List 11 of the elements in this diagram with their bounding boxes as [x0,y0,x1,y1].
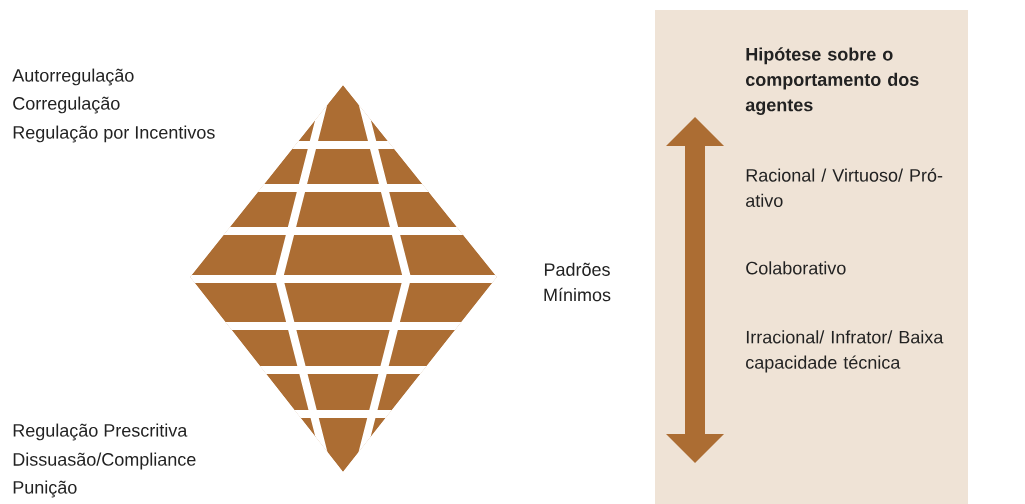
level-label: Regulação por Incentivos [13,125,215,143]
description-text: Irracional/ Infrator/ Baixa capacidade técnica [746,330,944,373]
level-label: Corregulação [13,96,120,114]
level-label: Punição [13,480,77,498]
description-text: Racional / Virtuoso/ Pró-ativo [746,168,943,208]
level-label: Dissuasão/Compliance [13,452,196,470]
level-label: Autorregulação [12,68,134,86]
description-text: Colaborativo [746,261,846,275]
heading: Hipótese sobre o comportamento dos agentes [745,47,919,115]
level-label: Padrões Mínimos [544,262,611,302]
level-label: Regulação Prescritiva [13,423,188,441]
